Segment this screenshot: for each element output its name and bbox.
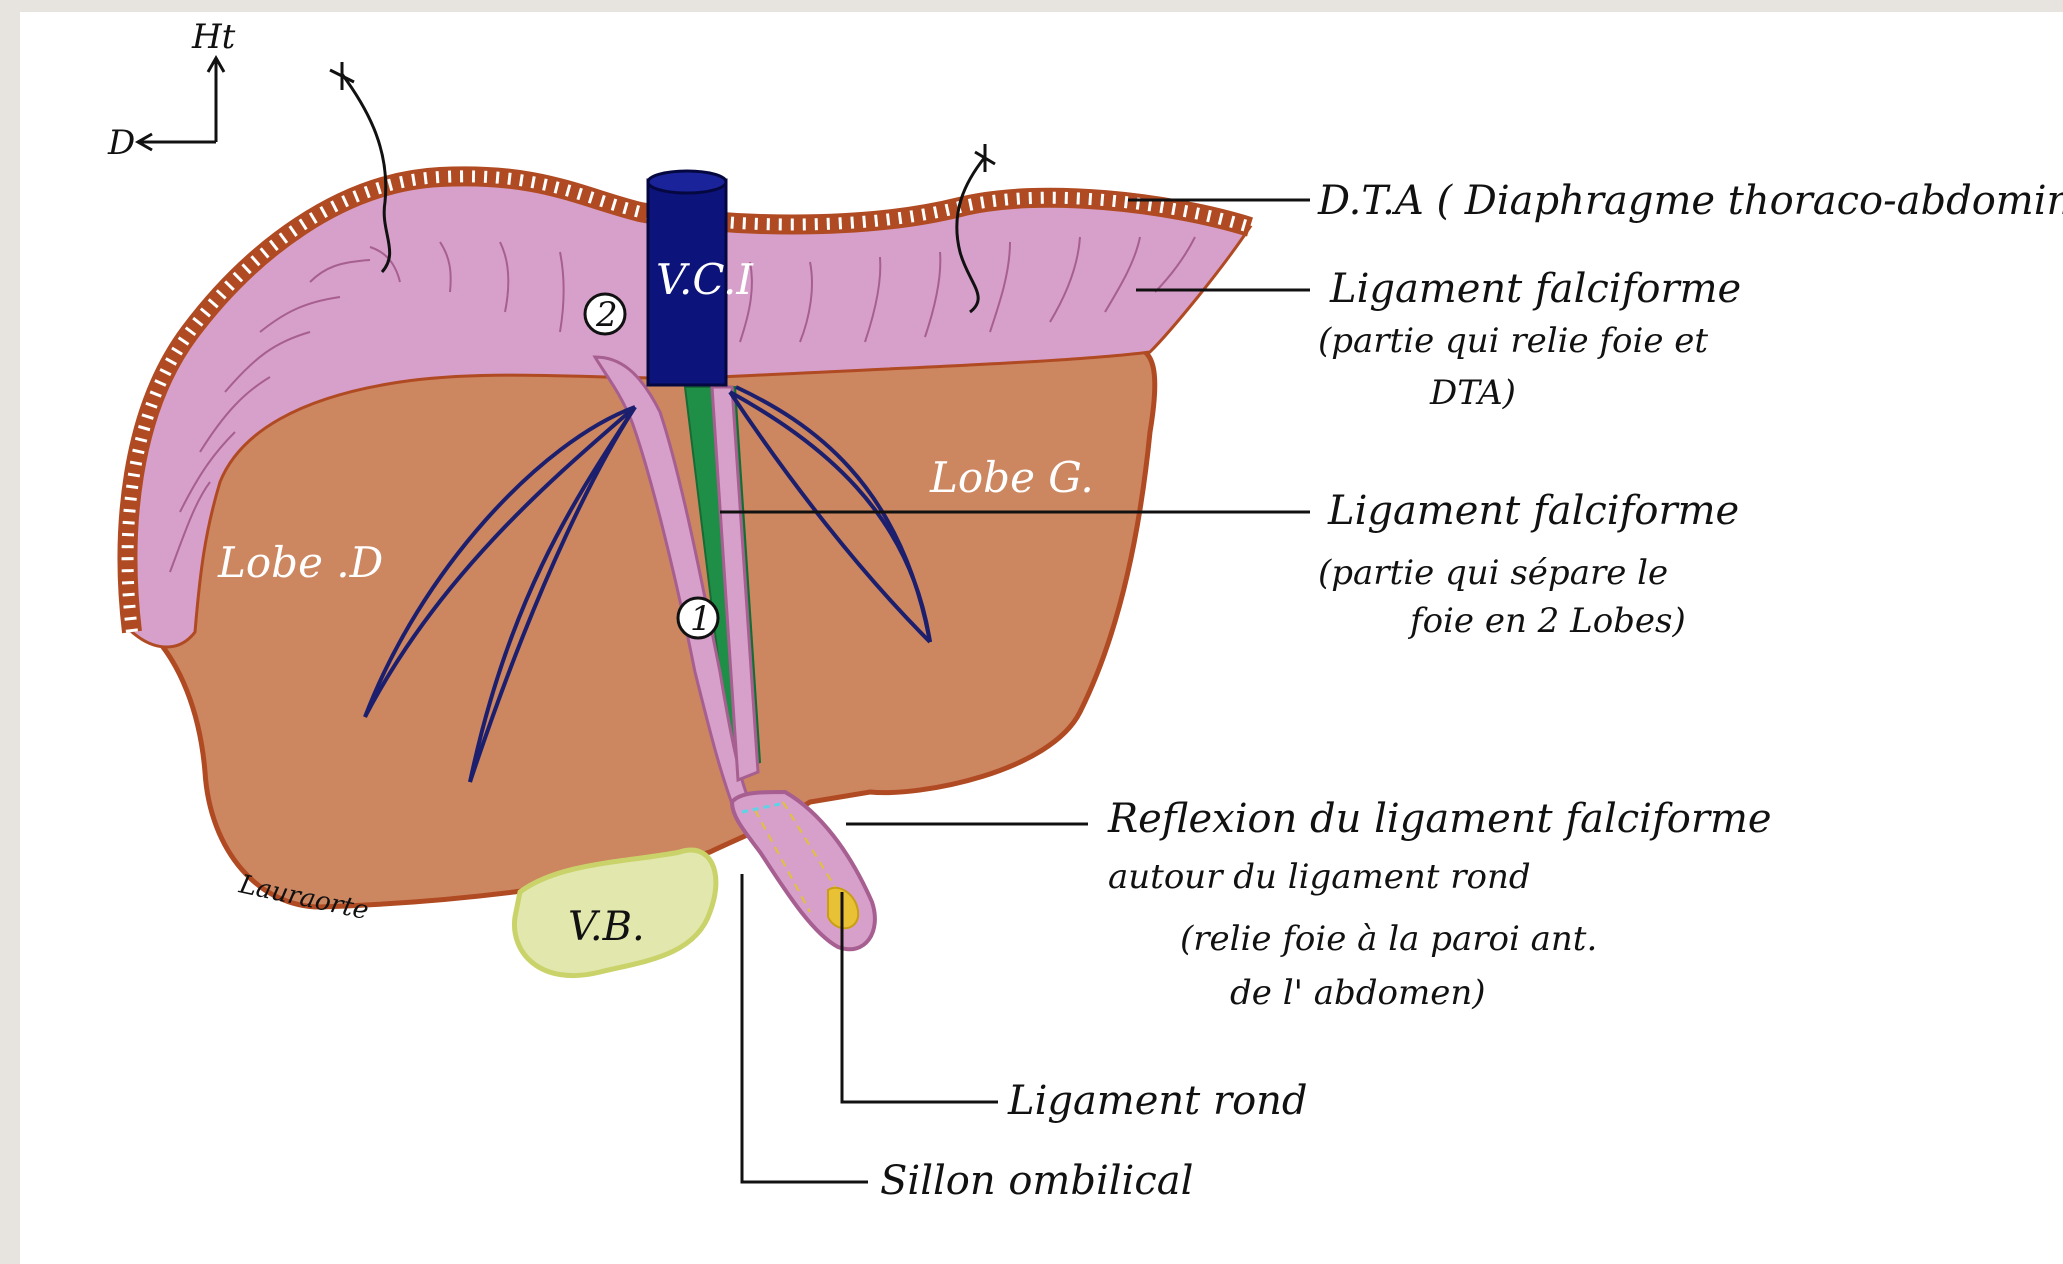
reflexion-line1: Reflexion du ligament falciforme [1107,796,1772,842]
falciforme-2-title: Ligament falciforme [1327,488,1739,534]
reflexion-line4: de l' abdomen) [1230,973,1486,1013]
marker-2: 2 [585,294,625,335]
marker-1: 1 [678,598,718,639]
lobe-droit-label: Lobe .D [217,538,383,587]
vci-label: V.C.I [656,255,754,304]
falciforme-1-title: Ligament falciforme [1329,266,1741,312]
orientation-up-label: Ht [191,17,236,57]
falciforme-1-line2: DTA) [1429,373,1516,413]
ligament-rond-label: Ligament rond [1007,1078,1308,1124]
svg-text:1: 1 [690,599,712,639]
falciforme-2-line1: (partie qui sépare le [1318,553,1668,593]
lobe-gauche-label: Lobe G. [929,453,1094,502]
orientation-indicator [138,58,224,150]
liver-diagram: Ht D [20,12,2063,1264]
reflexion-line2: autour du ligament rond [1108,857,1531,897]
drawing-sheet: Ht D [20,12,2063,1264]
falciforme-1-line1: (partie qui relie foie et [1318,321,1708,361]
orientation-side-label: D [107,123,135,163]
falciforme-2-line2: foie en 2 Lobes) [1407,601,1686,641]
dta-label: D.T.A ( Diaphragme thoraco-abdominal [1317,178,2063,224]
vesicule-label: V.B. [568,904,645,950]
sillon-label: Sillon ombilical [880,1158,1193,1204]
svg-text:2: 2 [595,295,618,335]
reflexion-line3: (relie foie à la paroi ant. [1180,919,1597,959]
